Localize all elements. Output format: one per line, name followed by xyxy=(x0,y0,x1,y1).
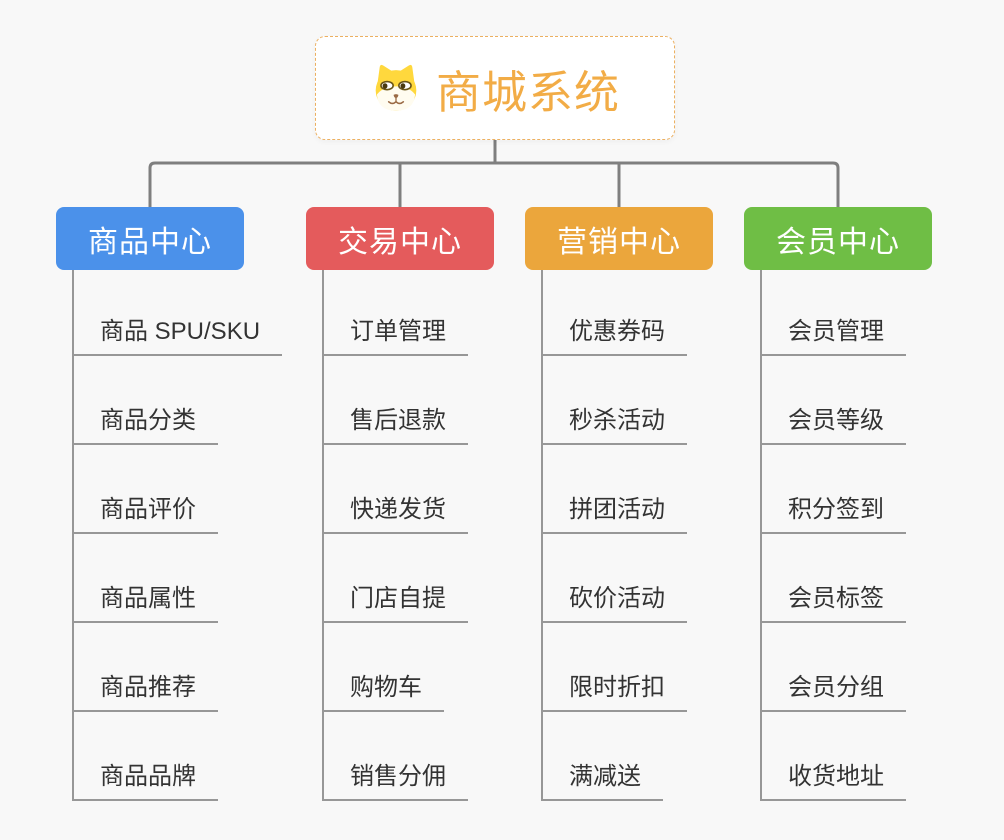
sub-topic-item: 砍价活动 xyxy=(543,534,823,623)
sub-topic-label[interactable]: 购物车 xyxy=(324,676,444,712)
item-list-product-center: 商品 SPU/SKU 商品分类商品评价商品属性商品推荐商品品牌 xyxy=(72,267,354,801)
sub-topic-label[interactable]: 会员分组 xyxy=(762,676,906,712)
sub-topic-item: 订单管理 xyxy=(324,267,604,356)
sub-topic-item: 拼团活动 xyxy=(543,445,823,534)
sub-topic-item: 会员管理 xyxy=(762,267,1004,356)
item-list-trade-center: 订单管理售后退款快递发货门店自提购物车销售分佣 xyxy=(322,267,604,801)
sub-topic-item: 门店自提 xyxy=(324,534,604,623)
sub-topic-label[interactable]: 砍价活动 xyxy=(543,587,687,623)
sub-topic-item: 商品评价 xyxy=(74,445,354,534)
sub-topic-label[interactable]: 收货地址 xyxy=(762,765,906,801)
branch-box-trade-center[interactable]: 交易中心 xyxy=(306,207,494,270)
sub-topic-label[interactable]: 销售分佣 xyxy=(324,765,468,801)
sub-topic-label[interactable]: 门店自提 xyxy=(324,587,468,623)
sub-topic-label[interactable]: 优惠券码 xyxy=(543,320,687,356)
sub-topic-label[interactable]: 商品品牌 xyxy=(74,765,218,801)
sub-topic-label[interactable]: 秒杀活动 xyxy=(543,409,687,445)
sub-topic-item: 购物车 xyxy=(324,623,604,712)
sub-topic-item: 秒杀活动 xyxy=(543,356,823,445)
sub-topic-item: 会员标签 xyxy=(762,534,1004,623)
sub-topic-label[interactable]: 商品分类 xyxy=(74,409,218,445)
item-list-member-center: 会员管理会员等级积分签到会员标签会员分组收货地址 xyxy=(760,267,1004,801)
sub-topic-item: 会员等级 xyxy=(762,356,1004,445)
sub-topic-item: 商品分类 xyxy=(74,356,354,445)
sub-topic-item: 积分签到 xyxy=(762,445,1004,534)
sub-topic-item: 商品属性 xyxy=(74,534,354,623)
sub-topic-label[interactable]: 商品 SPU/SKU xyxy=(74,320,283,356)
branch-box-product-center[interactable]: 商品中心 xyxy=(56,207,244,270)
sub-topic-label[interactable]: 拼团活动 xyxy=(543,498,687,534)
sub-topic-item: 商品品牌 xyxy=(74,712,354,801)
sub-topic-label[interactable]: 会员管理 xyxy=(762,320,906,356)
sub-topic-item: 快递发货 xyxy=(324,445,604,534)
sub-topic-item: 优惠券码 xyxy=(543,267,823,356)
branch-label: 会员中心 xyxy=(776,225,900,259)
sub-topic-item: 限时折扣 xyxy=(543,623,823,712)
sub-topic-label[interactable]: 订单管理 xyxy=(324,320,468,356)
sub-topic-item: 商品 SPU/SKU xyxy=(74,267,354,356)
branch-box-marketing-center[interactable]: 营销中心 xyxy=(525,207,713,270)
sub-topic-label[interactable]: 会员标签 xyxy=(762,587,906,623)
sub-topic-label[interactable]: 积分签到 xyxy=(762,498,906,534)
shiba-dog-icon xyxy=(375,64,417,111)
sub-topic-label[interactable]: 满减送 xyxy=(543,765,663,801)
sub-topic-label[interactable]: 快递发货 xyxy=(324,498,468,534)
sub-topic-label[interactable]: 售后退款 xyxy=(324,409,468,445)
branch-label: 营销中心 xyxy=(557,225,681,259)
sub-topic-item: 满减送 xyxy=(543,712,823,801)
branch-box-member-center[interactable]: 会员中心 xyxy=(744,207,932,270)
sub-topic-item: 销售分佣 xyxy=(324,712,604,801)
sub-topic-item: 收货地址 xyxy=(762,712,1004,801)
sub-topic-label[interactable]: 商品推荐 xyxy=(74,676,218,712)
sub-topic-item: 售后退款 xyxy=(324,356,604,445)
sub-topic-item: 会员分组 xyxy=(762,623,1004,712)
sub-topic-label[interactable]: 会员等级 xyxy=(762,409,906,445)
sub-topic-label[interactable]: 限时折扣 xyxy=(543,676,687,712)
root-title: 商城系统 xyxy=(435,66,620,118)
branch-label: 商品中心 xyxy=(88,225,212,259)
sub-topic-label[interactable]: 商品属性 xyxy=(74,587,218,623)
sub-topic-label[interactable]: 商品评价 xyxy=(74,498,218,534)
sub-topic-item: 商品推荐 xyxy=(74,623,354,712)
branch-label: 交易中心 xyxy=(338,225,462,259)
item-list-marketing-center: 优惠券码秒杀活动拼团活动砍价活动限时折扣满减送 xyxy=(541,267,823,801)
root-node[interactable]: 商城系统 xyxy=(315,36,675,140)
